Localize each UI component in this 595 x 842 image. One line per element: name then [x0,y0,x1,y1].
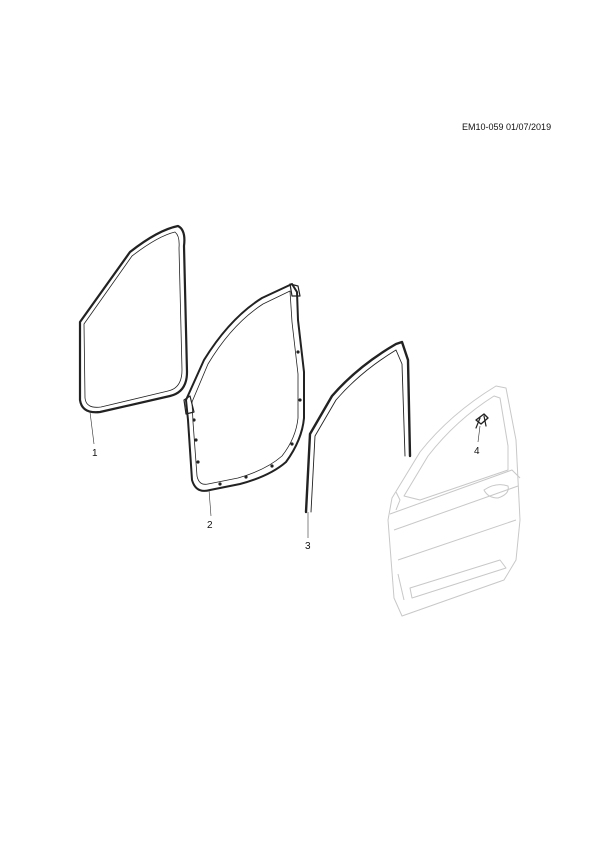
callout-4: 4 [474,446,480,457]
leader-lines [89,411,481,538]
clip-markers [192,350,302,486]
part-1-door-opening-seal[interactable] [78,224,189,414]
front-door-outline [387,385,521,617]
callout-3: 3 [305,541,311,552]
callout-2: 2 [207,520,213,531]
part-4-clip[interactable] [475,413,489,429]
diagram-reference-code: EM10-059 01/07/2019 [462,122,552,132]
callout-1: 1 [92,448,98,459]
part-2-door-seal[interactable] [183,283,305,492]
part-3-window-channel-seal[interactable] [304,340,412,514]
